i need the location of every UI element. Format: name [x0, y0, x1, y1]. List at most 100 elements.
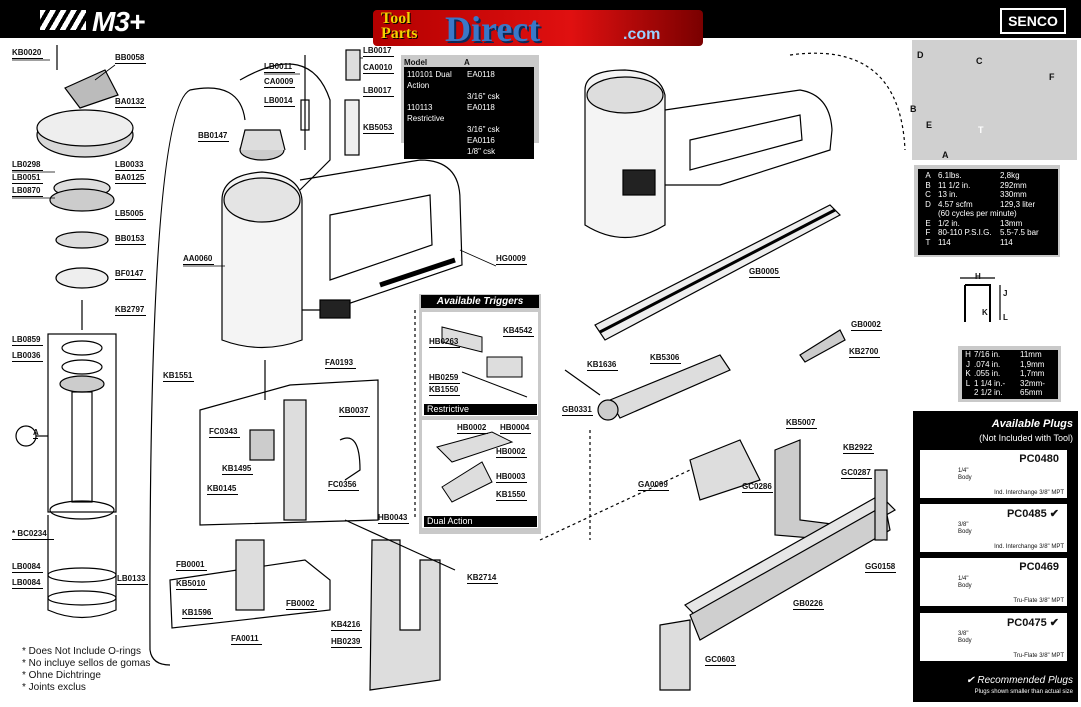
- part-label: GG0158: [865, 562, 896, 571]
- footnote-legend: * Does Not Include O-rings * No incluye …: [22, 646, 150, 694]
- model-cell: [407, 124, 467, 135]
- a-cell: EA0118: [467, 103, 495, 112]
- part-label: BF0147: [115, 269, 144, 278]
- model-cell: [407, 91, 467, 102]
- plug-body-word: Body: [958, 529, 972, 535]
- part-label: LB0084: [12, 578, 41, 587]
- part-label: * BC0234: [12, 529, 47, 538]
- plug-code: PC0480: [1019, 453, 1059, 465]
- plug-pc0485: PC0485 ✔ 3/8"Body Ind. Interchange 3/8" …: [920, 504, 1067, 552]
- part-label: LB0051: [12, 173, 41, 182]
- part-label-rule: [12, 170, 44, 171]
- spec-key: E: [925, 218, 931, 228]
- banner-com: .com: [623, 26, 661, 43]
- plug-pc0475: PC0475 ✔ 3/8"Body Tru-Flate 3/8" MPT: [920, 613, 1067, 661]
- dim-label-c: C: [976, 56, 983, 66]
- part-label-rule: [363, 133, 395, 134]
- plugs-size-note: Plugs shown smaller than actual size: [974, 689, 1073, 695]
- part-label-rule: [115, 63, 147, 64]
- spec-metric: 292mm: [1000, 180, 1027, 190]
- model-row: 3/16" csk: [407, 91, 531, 102]
- spec-key: T: [925, 237, 931, 247]
- dimensions-diagram-bg: [912, 40, 1077, 160]
- part-label: HB0239: [331, 637, 361, 646]
- part-label-rule: [562, 415, 594, 416]
- plug-body-value: 3/8": [958, 522, 969, 528]
- staple-metric: 32mm-: [1020, 378, 1045, 388]
- part-label-rule: [12, 345, 44, 346]
- part-label-rule: [331, 647, 363, 648]
- model-cell: 110113 Restrictive: [407, 103, 445, 123]
- plugs-subtitle: (Not Included with Tool): [979, 433, 1073, 443]
- part-label: GB0002: [851, 320, 881, 329]
- plug-body-word: Body: [958, 475, 972, 481]
- plug-body-word: Body: [958, 583, 972, 589]
- toolpartsdirect-banner[interactable]: Tool Parts Direct .com: [373, 9, 703, 49]
- part-label: GB0226: [793, 599, 823, 608]
- part-label-rule: [363, 73, 395, 74]
- part-label: LB0033: [115, 160, 144, 169]
- a-cell: 1/8" csk: [467, 147, 496, 156]
- staple-key: H: [965, 350, 971, 359]
- spec-imperial: 114: [938, 237, 951, 247]
- model-row: 3/16" csk: [407, 124, 531, 135]
- part-label-rule: [12, 572, 44, 573]
- model-cell: [407, 135, 467, 146]
- dim-label-f: F: [1049, 72, 1055, 82]
- part-label-rule: [328, 490, 360, 491]
- part-label-rule: [12, 58, 44, 59]
- part-label-rule: [12, 588, 44, 589]
- part-label: BB0153: [115, 234, 145, 243]
- spec-imperial: (60 cycles per minute): [938, 209, 1017, 218]
- plug-code: PC0485 ✔: [1006, 508, 1059, 520]
- part-label: LB0859: [12, 335, 41, 344]
- part-label-rule: [378, 523, 410, 524]
- plug-body-value: 1/4": [958, 576, 969, 582]
- staple-key: L: [965, 378, 971, 388]
- part-label-rule: [12, 183, 44, 184]
- part-label-rule: [115, 219, 147, 220]
- staple-label-l: L: [1003, 313, 1008, 322]
- staple-imperial: 2 1/2 in.: [974, 388, 1003, 397]
- part-label-rule: [115, 170, 147, 171]
- spec-imperial: 6.1lbs.: [938, 171, 962, 180]
- part-label-rule: [115, 107, 147, 108]
- part-label-rule: [496, 482, 528, 483]
- part-label-rule: [786, 428, 818, 429]
- staple-label-k: K: [982, 308, 988, 317]
- plug-code: PC0469: [1019, 561, 1059, 573]
- plug-pc0469: PC0469 1/4"Body Tru-Flate 3/8" MPT: [920, 558, 1067, 606]
- part-label: GA0009: [638, 480, 668, 489]
- part-label-rule: [231, 644, 263, 645]
- part-label: LB5005: [115, 209, 144, 218]
- model-cell: [407, 146, 467, 157]
- part-label-rule: [115, 183, 147, 184]
- staple-label-h: H: [975, 272, 981, 281]
- part-label-rule: [503, 336, 535, 337]
- spec-key: A: [925, 171, 931, 180]
- part-label: KB1550: [429, 385, 459, 394]
- part-label: HG0009: [496, 254, 526, 263]
- part-label: KB5053: [363, 123, 393, 132]
- banner-direct: Direct: [445, 9, 541, 49]
- dim-label-e: E: [926, 120, 933, 130]
- part-label-rule: [115, 279, 147, 280]
- part-label-rule: [467, 583, 499, 584]
- model-row: 1/8" csk: [407, 146, 531, 157]
- staple-imperial: .074 in.: [974, 359, 1001, 369]
- part-label-rule: [222, 474, 254, 475]
- a-cell: 3/16" csk: [467, 92, 500, 101]
- a-cell: 3/16" csk: [467, 125, 500, 134]
- part-label-rule: [264, 106, 296, 107]
- footnote-line: * Joints exclus: [22, 682, 86, 693]
- model-row: 110113 Restrictive EA0118: [407, 102, 531, 124]
- plugs-title: Available Plugs: [991, 418, 1073, 430]
- part-label-rule: [841, 478, 873, 479]
